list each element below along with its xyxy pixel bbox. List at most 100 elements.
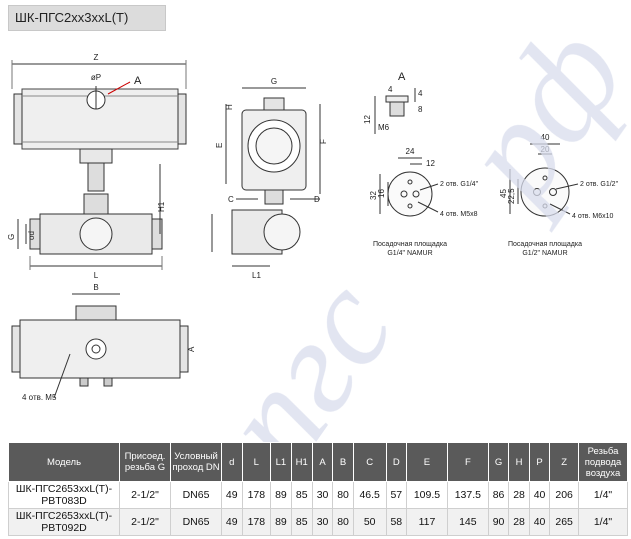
n2-g: 2 отв. G1/2": [580, 181, 619, 188]
n2-m: 4 отв. M6x10: [572, 213, 614, 220]
dim-a2: A: [187, 346, 196, 352]
technical-drawing: Z øP A H1 G od L G H E F C D L1 B A 4 от…: [7, 53, 619, 402]
page-title: ШК-ПГС2xx3xxL(T): [8, 5, 166, 31]
n1-24: 24: [406, 147, 415, 156]
cell: 117: [406, 508, 448, 536]
col-l1: L1: [270, 442, 292, 482]
n2-cap2: G1/2" NAMUR: [522, 250, 567, 257]
col-dn: Условный проход DN: [170, 442, 222, 482]
n1-g: 2 отв. G1/4": [440, 181, 479, 188]
cell: 58: [385, 508, 408, 536]
col-air: Резьба подвода воздуха: [578, 442, 628, 482]
col-p: P: [528, 442, 551, 482]
n1-cap1: Посадочная площадка: [373, 241, 447, 248]
n1-m: 4 отв. M5x8: [440, 211, 478, 218]
col-h: H: [508, 442, 530, 482]
cell: 89: [270, 481, 292, 509]
namur-pad-1: [379, 157, 439, 217]
col-a: A: [311, 442, 334, 482]
dim-h1: H1: [157, 201, 166, 212]
label-a: A: [134, 75, 142, 87]
top-view: [11, 293, 189, 399]
cell: 178: [241, 508, 272, 536]
col-g: G: [487, 442, 510, 482]
cell: 28: [508, 481, 530, 509]
cell: ШК-ПГС2653xxL(T)-PBT083D: [8, 481, 120, 509]
cell: 80: [332, 508, 354, 536]
cell: 49: [221, 481, 243, 509]
dim-e: E: [215, 143, 224, 148]
n1-16: 16: [377, 189, 386, 198]
spec-table: Модель Присоед. резьба G Условный проход…: [8, 442, 628, 536]
dim-h: H: [225, 104, 234, 110]
n2-225: 22,5: [507, 188, 516, 204]
cell: 1/4": [578, 481, 628, 509]
n1-12: 12: [426, 159, 435, 168]
n2-40: 40: [541, 133, 550, 142]
dim-l1: L1: [252, 271, 261, 280]
dim-gx: G: [271, 77, 277, 86]
cell: 40: [528, 508, 551, 536]
cell: 49: [221, 508, 243, 536]
col-z: Z: [549, 442, 579, 482]
cell: 46.5: [352, 481, 387, 509]
cell: 2-1/2": [119, 508, 171, 536]
col-e: E: [406, 442, 448, 482]
col-model: Модель: [8, 442, 120, 482]
table-header-row: Модель Присоед. резьба G Условный проход…: [8, 442, 628, 482]
cell: 85: [290, 508, 313, 536]
det-m6: M6: [378, 123, 390, 132]
n1-cap2: G1/4" NAMUR: [387, 250, 432, 257]
dim-p: øP: [91, 73, 101, 82]
cell: 40: [528, 481, 551, 509]
n2-45: 45: [499, 189, 508, 198]
cell: 50: [352, 508, 387, 536]
det-4a: 4: [388, 85, 393, 94]
dim-dd: D: [314, 195, 320, 204]
dim-f: F: [319, 139, 328, 144]
cell: 109.5: [406, 481, 448, 509]
cell: 90: [487, 508, 510, 536]
cell: 1/4": [578, 508, 628, 536]
dim-c: C: [228, 195, 234, 204]
cell: 80: [332, 481, 354, 509]
cell: 89: [270, 508, 292, 536]
table-row: ШК-ПГС2653xxL(T)-PBT083D 2-1/2" DN65 49 …: [8, 481, 628, 509]
cell: 265: [549, 508, 579, 536]
cell: 57: [385, 481, 408, 509]
cell: 30: [311, 508, 334, 536]
cell: 86: [487, 481, 510, 509]
dim-d: od: [27, 231, 36, 240]
col-dd: D: [385, 442, 408, 482]
cell: 145: [446, 508, 489, 536]
col-f: F: [446, 442, 489, 482]
cell: 178: [241, 481, 272, 509]
cell: 206: [549, 481, 579, 509]
dim-g: G: [7, 234, 16, 240]
namur-pad-2: [509, 143, 579, 217]
n1-32: 32: [369, 191, 378, 200]
cell: 137.5: [446, 481, 489, 509]
det-12: 12: [363, 115, 372, 124]
table-row: ШК-ПГС2653xxL(T)-PBT092D 2-1/2" DN65 49 …: [8, 508, 628, 536]
col-c: C: [352, 442, 387, 482]
cell: 85: [290, 481, 313, 509]
detail-a: [374, 88, 416, 134]
cell: ШК-ПГС2653xxL(T)-PBT092D: [8, 508, 120, 536]
cell: 28: [508, 508, 530, 536]
col-l: L: [241, 442, 272, 482]
col-thread: Присоед. резьба G: [119, 442, 171, 482]
cell: 2-1/2": [119, 481, 171, 509]
det-4b: 4: [418, 89, 423, 98]
n2-cap1: Посадочная площадка: [508, 241, 582, 248]
dim-z: Z: [94, 53, 99, 62]
col-d: d: [221, 442, 243, 482]
dim-b: B: [93, 283, 98, 292]
side-view: [211, 87, 321, 267]
dim-l: L: [94, 271, 99, 280]
det-8: 8: [418, 105, 423, 114]
cell: 30: [311, 481, 334, 509]
col-b: B: [332, 442, 354, 482]
col-h1: H1: [290, 442, 313, 482]
n2-20: 20: [541, 145, 550, 154]
